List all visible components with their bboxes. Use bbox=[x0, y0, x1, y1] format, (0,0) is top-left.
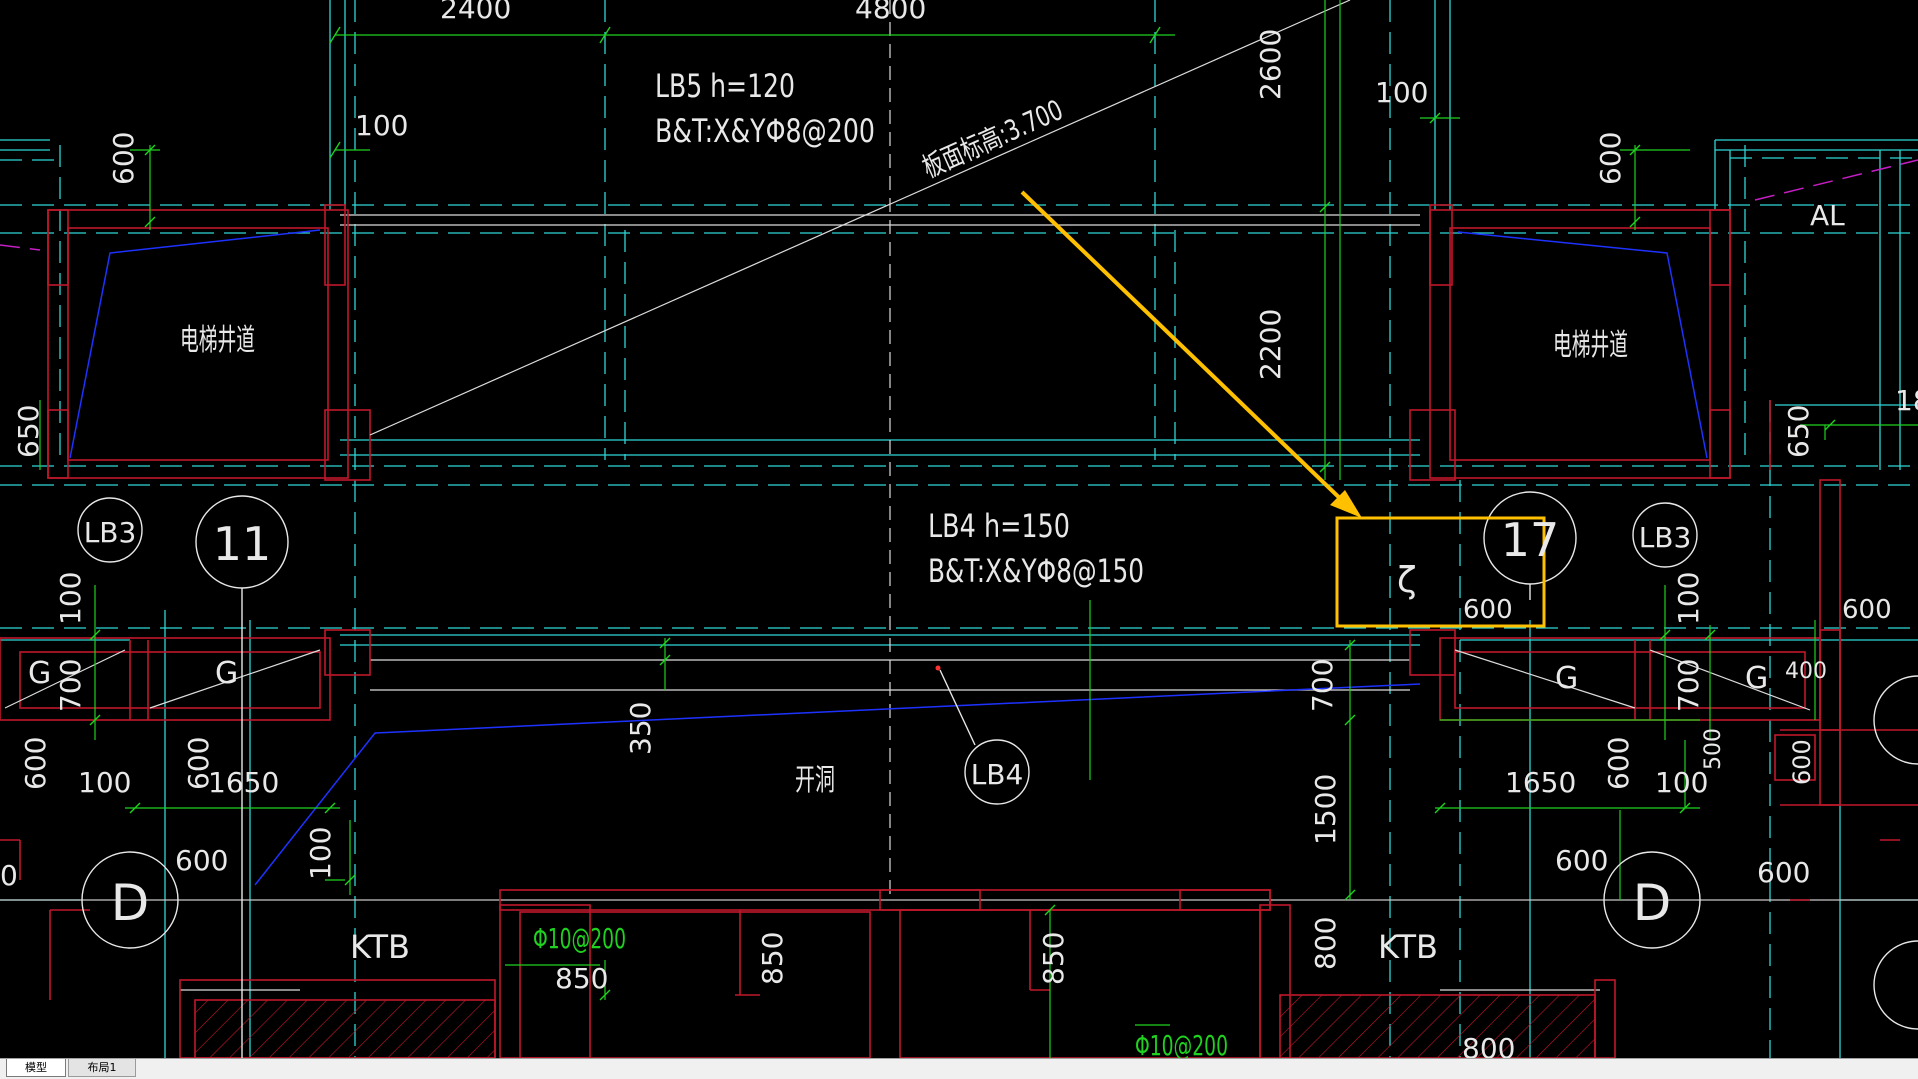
highlight-box bbox=[1335, 516, 1546, 628]
al-label: AL bbox=[1810, 199, 1845, 232]
dim-800-b: 800 bbox=[1462, 1032, 1515, 1058]
dim-1650-b: 1650 bbox=[1505, 766, 1576, 799]
dash-magenta bbox=[0, 159, 1918, 251]
bubble-lb3-left bbox=[77, 497, 143, 563]
dim-800-a: 800 bbox=[1309, 917, 1342, 970]
layout-tab-bar: 模型 布局1 bbox=[0, 1058, 1918, 1079]
slab-elevation-label: 板面标高:3.700 bbox=[917, 93, 1067, 184]
dim-100-c: 100 bbox=[54, 572, 87, 625]
bubble-axis-d-right bbox=[1603, 851, 1701, 949]
dimension-ticks bbox=[89, 26, 1836, 1001]
dim-600-a: 600 bbox=[107, 132, 140, 185]
dim-100-f: 100 bbox=[1655, 766, 1708, 799]
rebar-note-1: Φ10@200 bbox=[533, 922, 626, 955]
axis-bubbles bbox=[77, 491, 1918, 1058]
dim-400: 400 bbox=[1785, 659, 1827, 684]
dim-600-c: 600 bbox=[1842, 595, 1892, 625]
dim-700-c: 700 bbox=[1672, 659, 1705, 712]
tab-model[interactable]: 模型 bbox=[6, 1059, 66, 1077]
g-label-4: G bbox=[1745, 661, 1768, 696]
room-lines-white bbox=[0, 0, 1918, 991]
bubble-axis-17-text: 17 bbox=[1501, 513, 1560, 567]
bubble-lb4-tag bbox=[964, 739, 1030, 805]
dim-600-k: 600 bbox=[1788, 739, 1816, 785]
dim-100-e: 100 bbox=[78, 766, 131, 799]
bubble-lb3-right bbox=[1632, 502, 1698, 568]
dim-100-d: 100 bbox=[1672, 572, 1705, 625]
dim-650-a: 650 bbox=[12, 405, 45, 458]
lb4-title: LB4 h=150 bbox=[928, 507, 1070, 545]
elevator-shaft-left-label: 电梯井道 bbox=[180, 323, 255, 358]
leader-lines-blue bbox=[69, 229, 1708, 886]
dim-2200: 2200 bbox=[1254, 309, 1287, 380]
dim-600-i: 600 bbox=[182, 737, 215, 790]
dim-850-a: 850 bbox=[555, 962, 608, 995]
tab-layout1[interactable]: 布局1 bbox=[68, 1059, 136, 1077]
lb5-reinforcement: B&T:X&YΦ8@200 bbox=[655, 112, 875, 150]
highlight-annotation bbox=[1020, 190, 1546, 628]
g-diagonals bbox=[4, 0, 1811, 711]
dim-2400: 2400 bbox=[440, 0, 511, 25]
bubble-lb3-left-text: LB3 bbox=[84, 516, 137, 549]
dim-700-b: 700 bbox=[1306, 659, 1339, 712]
dim-2600: 2600 bbox=[1254, 29, 1287, 100]
dimension-lines-green bbox=[39, 0, 1918, 1058]
dim-4800: 4800 bbox=[855, 0, 926, 25]
elevator-shaft-right-label: 电梯井道 bbox=[1553, 328, 1628, 363]
g-label-2: G bbox=[215, 656, 238, 691]
dim-850-b: 850 bbox=[756, 932, 789, 985]
g-label-3: G bbox=[1555, 661, 1578, 696]
dim-600-b: 600 bbox=[1463, 595, 1513, 625]
point-marker bbox=[935, 665, 941, 671]
dim-0: 0 bbox=[0, 859, 18, 892]
bubble-lb3-right-text: LB3 bbox=[1639, 521, 1692, 554]
dim-600-j: 600 bbox=[1602, 737, 1635, 790]
ktb-right-label: KTB bbox=[1378, 928, 1438, 966]
bubble-lb4-text: LB4 bbox=[971, 758, 1024, 791]
dim-600-f: 600 bbox=[1757, 856, 1810, 889]
dim-18: 18 bbox=[1895, 384, 1918, 417]
walls-red bbox=[0, 204, 1918, 1059]
bubble-axis-d-right-text: D bbox=[1633, 874, 1672, 932]
bubble-axis-11-text: 11 bbox=[213, 517, 272, 571]
zigzag-mark: ζ bbox=[1397, 560, 1417, 601]
lb4-reinforcement: B&T:X&YΦ8@150 bbox=[928, 552, 1144, 590]
dim-500: 500 bbox=[1701, 728, 1726, 770]
rebar-note-2: Φ10@200 bbox=[1135, 1029, 1228, 1058]
dim-100-g: 100 bbox=[304, 827, 337, 880]
dim-1500: 1500 bbox=[1309, 774, 1342, 845]
bubble-axis-d-left-text: D bbox=[111, 874, 150, 932]
dim-100-b: 100 bbox=[1375, 76, 1428, 109]
dim-600-d: 600 bbox=[175, 844, 228, 877]
dim-350: 350 bbox=[624, 702, 657, 755]
bubble-axis-d-left bbox=[81, 851, 179, 949]
dim-1650-a: 1650 bbox=[208, 766, 279, 799]
ktb-left-label: KTB bbox=[350, 928, 410, 966]
opening-label: 开洞 bbox=[795, 763, 835, 798]
lb5-title: LB5 h=120 bbox=[655, 67, 795, 105]
dim-600-g: 600 bbox=[1594, 132, 1627, 185]
g-label-1: G bbox=[28, 656, 51, 691]
dim-100-a: 100 bbox=[355, 109, 408, 142]
dim-850-c: 850 bbox=[1037, 932, 1070, 985]
dim-700-a: 700 bbox=[54, 659, 87, 712]
dim-600-e: 600 bbox=[1555, 844, 1608, 877]
dim-650-b: 650 bbox=[1782, 405, 1815, 458]
dim-600-h: 600 bbox=[19, 737, 52, 790]
